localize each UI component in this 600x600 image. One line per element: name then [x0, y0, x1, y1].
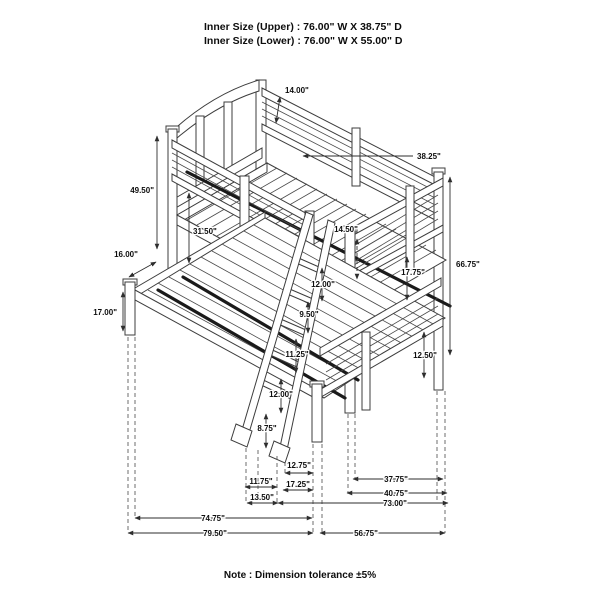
headboard-slat	[223, 101, 233, 173]
lower-bunk	[122, 211, 446, 443]
dimension-labels: 49.50" 31.50" 17.00" 14.00" 16.00" 38.25…	[92, 85, 481, 540]
headboard-arch	[169, 79, 260, 146]
headboard-front-post	[167, 128, 178, 274]
lower-footboard-top-rail	[319, 277, 442, 357]
lower-foot-front-post	[311, 383, 323, 443]
dim-label-12-75: 12.75"	[287, 461, 311, 470]
dimension-lines	[120, 96, 453, 536]
lower-footboard-slats	[325, 297, 439, 381]
dim-label-49-50: 49.50"	[130, 186, 154, 195]
dim-label-73-00: 73.00"	[383, 499, 407, 508]
dim-label-37-75: 37.75"	[384, 475, 408, 484]
dim-label-14-00: 14.00"	[285, 86, 309, 95]
dim-label-11-25: 11.25"	[285, 350, 309, 359]
dim-label-56-75: 56.75"	[354, 529, 378, 538]
tolerance-note: Note : Dimension tolerance ±5%	[224, 570, 376, 581]
dim-label-74-75: 74.75"	[201, 514, 225, 523]
dim-label-11-75: 11.75"	[249, 477, 273, 486]
ladder-left-foot	[230, 423, 253, 448]
dim-label-79-50: 79.50"	[203, 529, 227, 538]
dim-label-38-25: 38.25"	[417, 152, 441, 161]
dim-label-8-75: 8.75"	[257, 424, 277, 433]
dim-label-12-00a: 12.00"	[311, 280, 335, 289]
back-rail-mid-post	[351, 127, 361, 187]
dim-label-17-25: 17.25"	[286, 480, 310, 489]
dim-line-16-00	[128, 261, 157, 278]
dim-line-14-00	[274, 96, 282, 124]
dim-label-31-50: 31.50"	[193, 227, 217, 236]
upper-footboard-slats	[351, 194, 439, 272]
dim-label-40-75: 40.75"	[384, 489, 408, 498]
lower-metal-rail-right	[181, 275, 360, 382]
dim-label-66-75: 66.75"	[456, 260, 480, 269]
lower-head-front-post	[124, 281, 136, 336]
upper-bunk	[165, 79, 452, 414]
dim-label-17-75: 17.75"	[401, 268, 425, 277]
dim-label-9-50: 9.50"	[299, 310, 319, 319]
inner-size-upper-label: Inner Size (Upper) : 76.00" W X 38.75" D	[204, 21, 402, 33]
dim-label-12-00b: 12.00"	[269, 390, 293, 399]
dim-label-17-00: 17.00"	[93, 308, 117, 317]
dim-label-16-00: 16.00"	[114, 250, 138, 259]
lower-metal-rail-left	[156, 288, 347, 400]
lower-footboard-mid-post	[361, 331, 371, 411]
dim-label-13-50: 13.50"	[250, 493, 274, 502]
dim-label-14-50: 14.50"	[334, 225, 358, 234]
inner-size-lower-label: Inner Size (Lower) : 76.00" W X 55.00" D	[204, 35, 403, 47]
upper-footboard-mid-post	[405, 185, 415, 271]
dim-label-12-50: 12.50"	[413, 351, 437, 360]
